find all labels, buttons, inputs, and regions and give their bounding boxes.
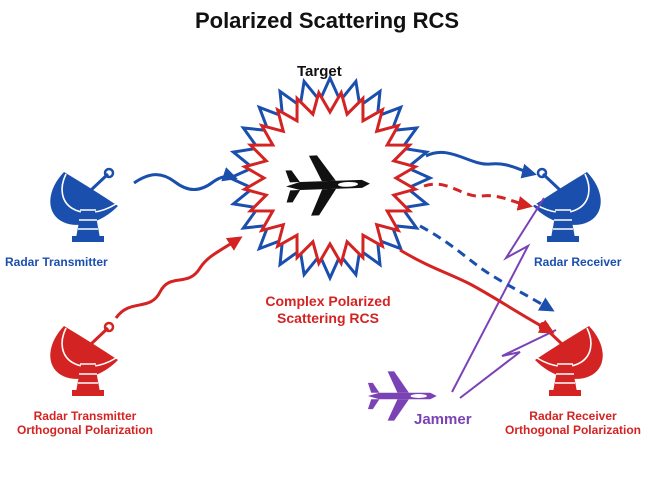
radar-transmitter-dish-icon: [48, 167, 120, 244]
rcs-label-line-1: Complex Polarized: [265, 293, 391, 309]
radar-transmitter-orthogonal-dish-icon: [48, 321, 120, 398]
diagram-title: Polarized Scattering RCS: [194, 8, 460, 33]
jamming-bolt-to-orthogonal-receiver: [459, 329, 557, 399]
target-label: Target: [297, 63, 342, 80]
radar-receiver-label: Radar Receiver: [534, 255, 622, 269]
scatter-path-red-to-orthogonal-receiver: [399, 248, 555, 334]
radar-transmitter-orthogonal-line-1: Radar Transmitter: [33, 409, 137, 423]
radar-transmitter-orthogonal-line-2: Orthogonal Polarization: [16, 423, 153, 438]
rcs-label: Complex Polarized Scattering RCS: [244, 293, 412, 327]
radar-receiver-orthogonal-line-1: Radar Receiver: [529, 409, 617, 423]
transmit-path-blue: [133, 167, 238, 191]
radar-receiver-orthogonal-label: Radar Receiver Orthogonal Polarization: [488, 409, 654, 438]
scatter-path-blue-dashed-to-orthogonal-receiver: [419, 224, 555, 312]
radar-transmitter-orthogonal-label: Radar Transmitter Orthogonal Polarizatio…: [0, 409, 170, 438]
scatter-path-red-dashed-to-receiver: [423, 182, 533, 211]
radar-receiver-orthogonal-dish-icon: [533, 321, 605, 398]
radar-receiver-dish-icon: [531, 167, 603, 244]
scatter-path-blue-to-receiver: [425, 150, 537, 179]
jammer-label: Jammer: [414, 411, 472, 428]
jamming-bolt-to-receiver: [451, 197, 545, 393]
radar-transmitter-label: Radar Transmitter: [5, 255, 108, 269]
radar-receiver-orthogonal-line-2: Orthogonal Polarization: [504, 423, 641, 438]
rcs-label-line-2: Scattering RCS: [277, 309, 379, 326]
transmit-path-red: [114, 236, 243, 319]
